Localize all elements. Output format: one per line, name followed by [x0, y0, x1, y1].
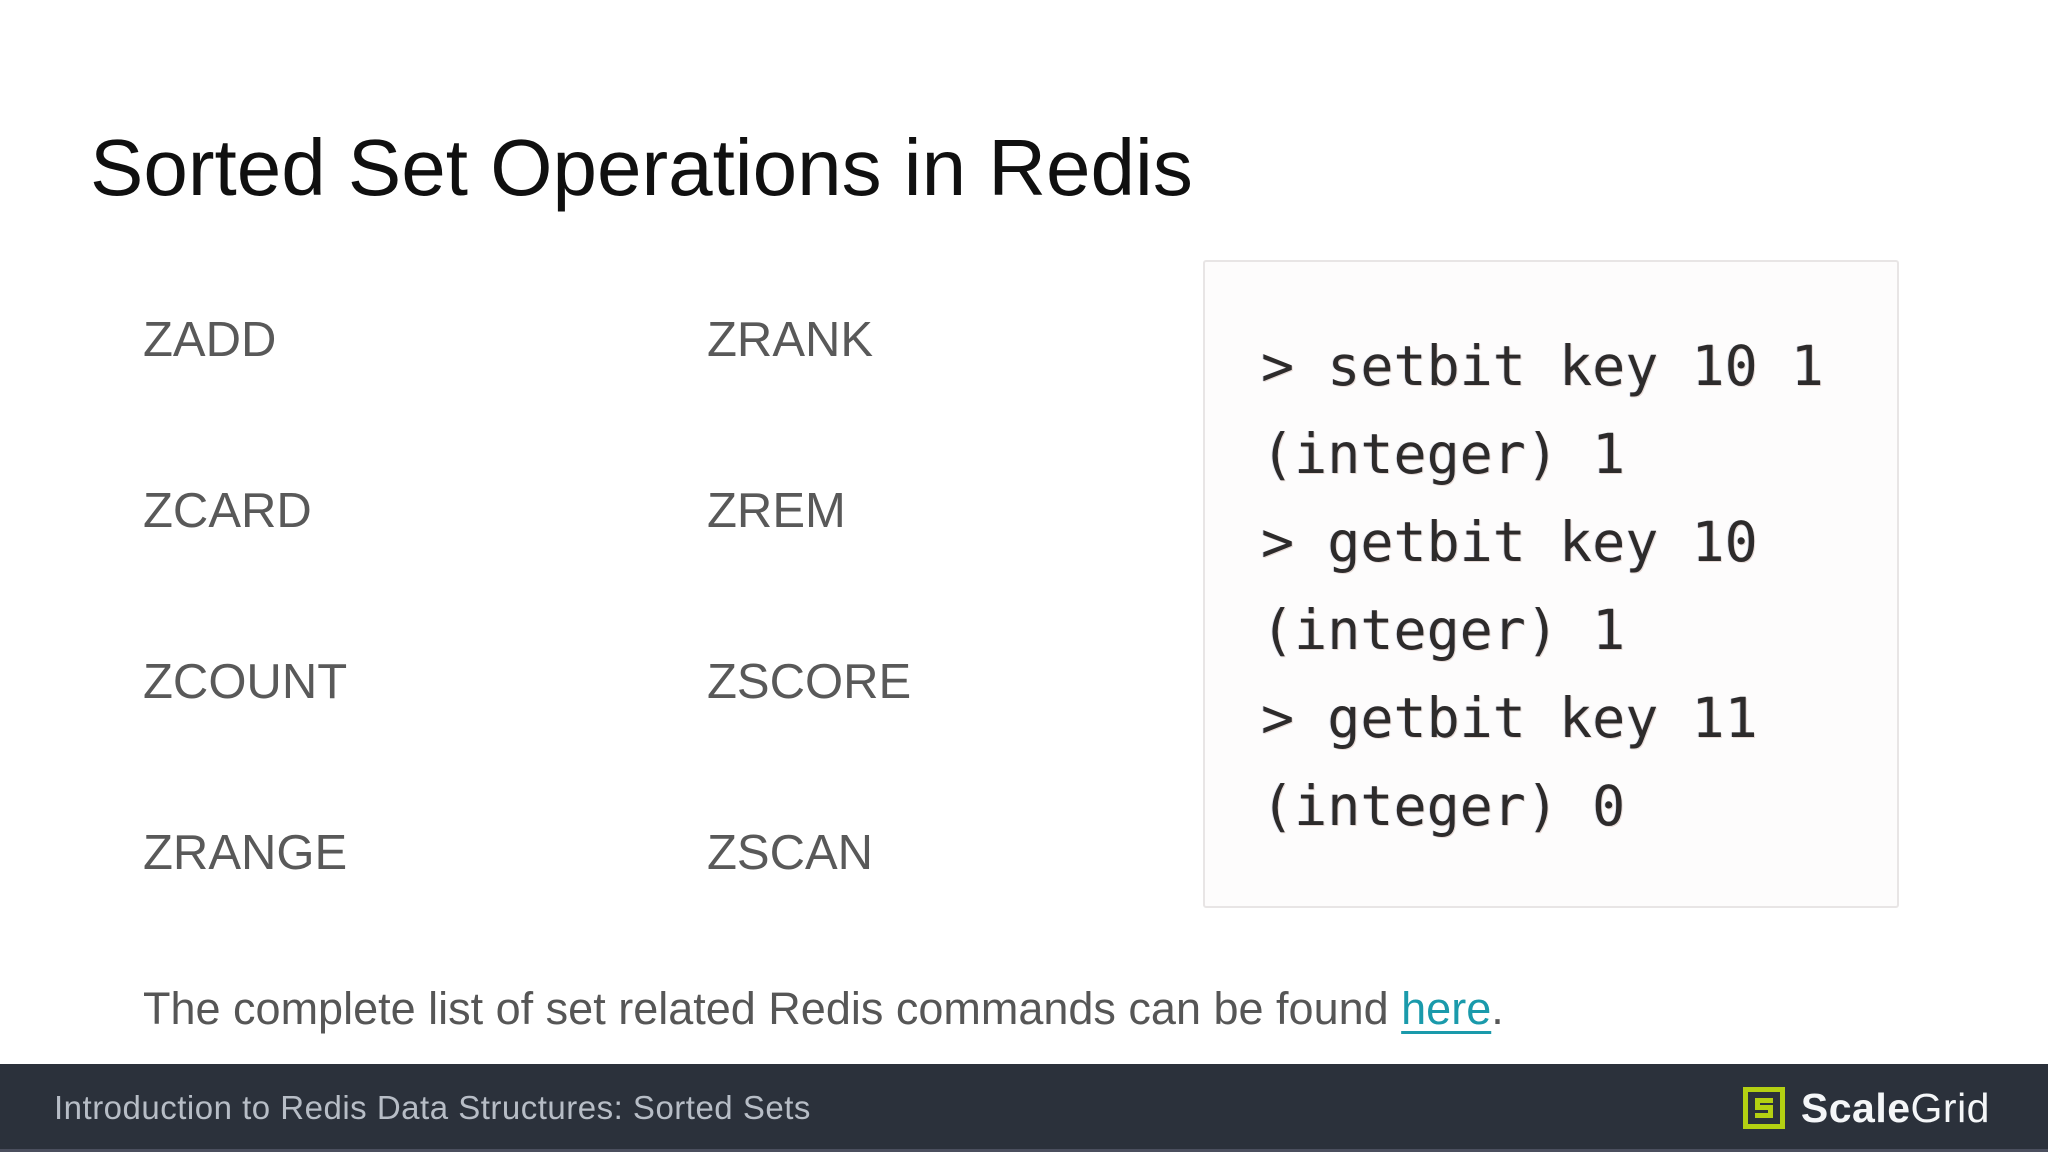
- footnote-text: The complete list of set related Redis c…: [143, 983, 1402, 1034]
- command-label: ZRANGE: [143, 826, 348, 880]
- command-label: ZRANK: [707, 313, 874, 367]
- footer-caption: Introduction to Redis Data Structures: S…: [54, 1089, 811, 1126]
- logo-regular-part: Grid: [1910, 1084, 1990, 1131]
- command-label: ZREM: [707, 484, 846, 538]
- command-label: ZADD: [143, 313, 277, 367]
- footnote: The complete list of set related Redis c…: [143, 983, 1504, 1035]
- footer-accent-strip: [0, 1149, 2048, 1152]
- command-label: ZSCORE: [707, 655, 912, 709]
- command-label: ZCOUNT: [143, 655, 348, 709]
- page-title: Sorted Set Operations in Redis: [90, 123, 1193, 212]
- code-line: (integer) 1: [1261, 422, 1626, 486]
- here-link[interactable]: here: [1401, 983, 1492, 1034]
- footer-bar: Introduction to Redis Data Structures: S…: [0, 1064, 2048, 1152]
- terminal-snippet-panel: > setbit key 10 1 (integer) 1 > getbit k…: [1203, 260, 1899, 908]
- code-line: > setbit key 10 1: [1261, 334, 1824, 398]
- code-line: > getbit key 11: [1261, 686, 1758, 750]
- logo-bold-part: Scale: [1800, 1084, 1911, 1131]
- code-line: > getbit key 10: [1261, 510, 1758, 574]
- scalegrid-s-icon: [1742, 1087, 1785, 1129]
- command-label: ZCARD: [143, 484, 312, 538]
- code-line: (integer) 0: [1261, 774, 1626, 838]
- scalegrid-wordmark: ScaleGrid: [1801, 1085, 1990, 1132]
- command-label: ZSCAN: [707, 826, 874, 880]
- scalegrid-logo: ScaleGrid: [1742, 1085, 1990, 1132]
- code-line: (integer) 1: [1261, 598, 1626, 662]
- footnote-period: .: [1491, 983, 1504, 1034]
